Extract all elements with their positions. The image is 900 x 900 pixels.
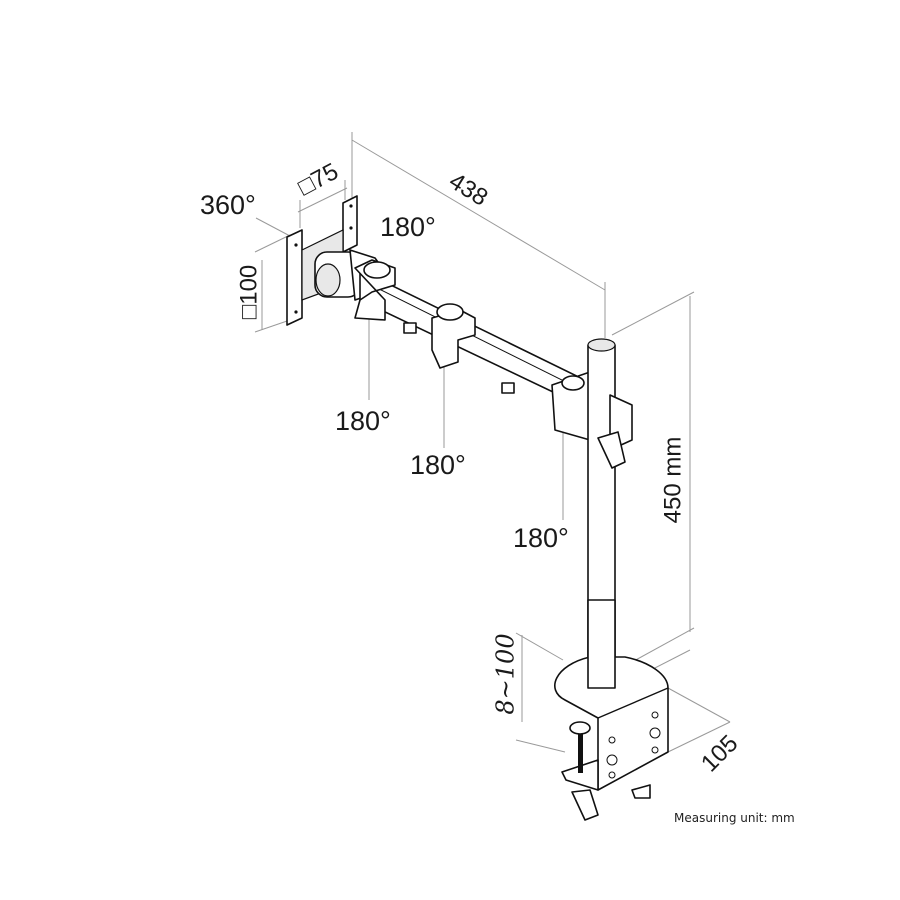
clamp-range-label: 8~100 [491, 633, 520, 715]
arm [354, 259, 611, 441]
pole-height-label: 450 mm [659, 436, 687, 524]
tilt-180-label: 180° [380, 212, 436, 242]
dimension-lines [254, 132, 731, 753]
rotation-360-label: 360° [200, 190, 256, 220]
joint-3-180-label: 180° [513, 523, 569, 553]
measuring-unit-note: Measuring unit: mm [674, 811, 795, 825]
vesa-100-label: □100 [235, 264, 263, 320]
desk-clamp [554, 599, 669, 821]
joint-1-180-label: 180° [335, 406, 391, 436]
joint-2-180-label: 180° [410, 450, 466, 480]
